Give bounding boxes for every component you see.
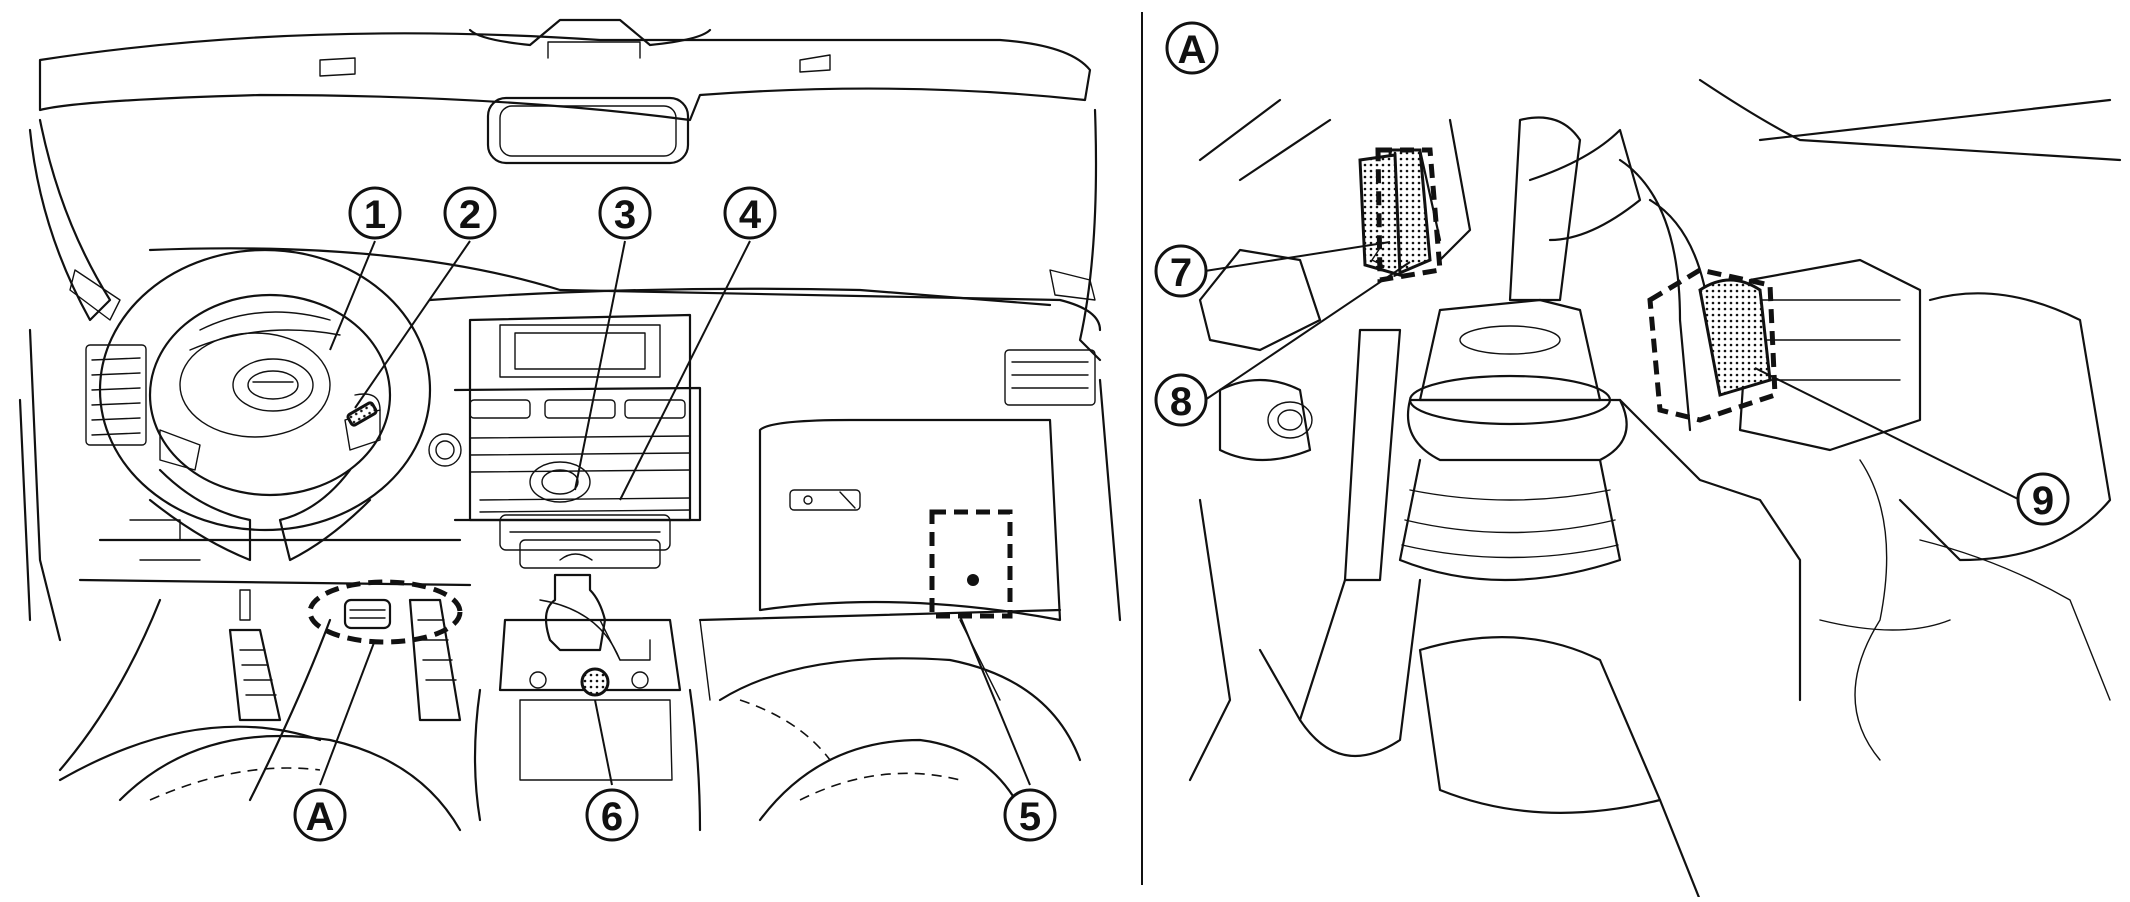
callout-a-left: A — [293, 788, 347, 842]
callout-5: 5 — [1003, 788, 1057, 842]
callout-1: 1 — [348, 186, 402, 240]
callout-9-label: 9 — [2032, 479, 2054, 523]
detail-title-a-label: A — [1178, 28, 1207, 72]
callout-4-label: 4 — [739, 193, 762, 237]
callout-4: 4 — [723, 186, 777, 240]
callout-a-left-label: A — [306, 795, 335, 839]
callout-3-label: 3 — [614, 193, 636, 237]
callout-2: 2 — [443, 186, 497, 240]
callout-6: 6 — [585, 788, 639, 842]
callout-1-label: 1 — [364, 193, 386, 237]
callout-7: 7 — [1154, 244, 1208, 298]
callout-5-label: 5 — [1019, 795, 1041, 839]
callout-3: 3 — [598, 186, 652, 240]
detail-title-a: A — [1165, 21, 1219, 75]
callout-7-label: 7 — [1170, 251, 1192, 295]
callout-8: 8 — [1154, 373, 1208, 427]
left-view-instrument-panel — [18, 18, 1122, 832]
callout-8-label: 8 — [1170, 380, 1192, 424]
right-view-detail-a — [1188, 78, 2122, 902]
callout-9: 9 — [2016, 472, 2070, 526]
callout-2-label: 2 — [459, 193, 481, 237]
callout-6-label: 6 — [601, 795, 623, 839]
